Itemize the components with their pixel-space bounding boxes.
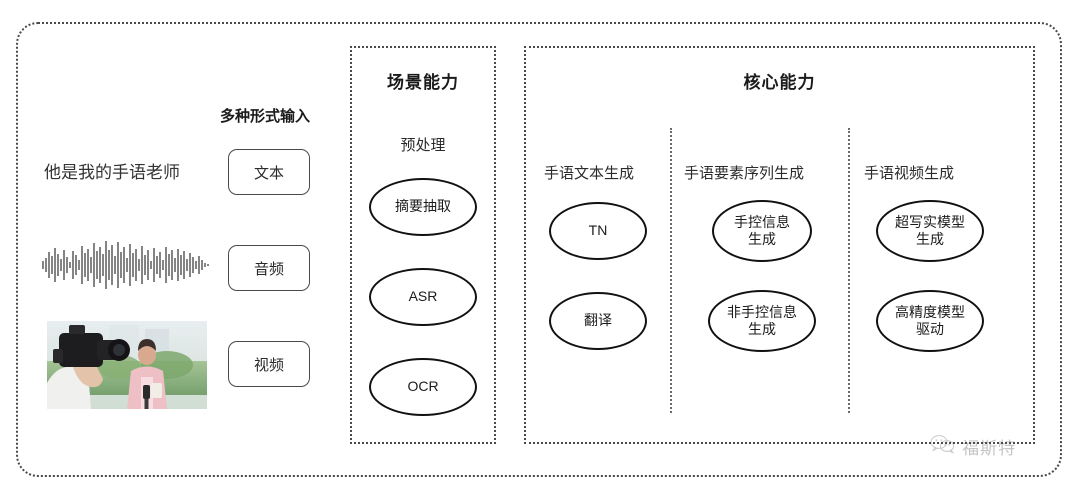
scene-group-label: 预处理 — [400, 137, 446, 154]
node-asr[interactable]: ASR — [369, 268, 477, 326]
outer-frame — [16, 22, 1062, 477]
input-tag-video[interactable]: 视频 — [228, 341, 310, 387]
core-column-divider-2 — [848, 128, 850, 413]
core-column-2-label: 手语要素序列生成 — [684, 165, 805, 182]
audio-waveform-icon — [38, 238, 218, 292]
core-column-1-label: 手语文本生成 — [544, 165, 635, 182]
input-tag-audio[interactable]: 音频 — [228, 245, 310, 291]
core-column-divider-1 — [670, 128, 672, 413]
input-tag-text[interactable]: 文本 — [228, 149, 310, 195]
node-summary-extraction-label: 摘要抽取 — [395, 198, 451, 215]
node-tn-label: TN — [588, 222, 608, 239]
wechat-logo-icon — [930, 434, 956, 459]
input-section-heading: 多种形式输入 — [220, 108, 311, 125]
node-manual-info-generation[interactable]: 手控信息 生成 — [712, 200, 812, 262]
node-asr-label: ASR — [408, 288, 438, 305]
node-tn[interactable]: TN — [549, 202, 647, 260]
input-tag-text-label: 文本 — [253, 164, 284, 182]
core-capability-title: 核心能力 — [743, 73, 816, 92]
node-translation-label: 翻译 — [584, 312, 612, 329]
node-hyperrealistic-model-generation[interactable]: 超写实模型 生成 — [876, 200, 984, 262]
sample-text-line: 他是我的手语老师 — [44, 163, 180, 182]
core-column-3-label: 手语视频生成 — [864, 165, 955, 182]
node-manual-info-generation-label: 手控信息 生成 — [734, 213, 790, 247]
scene-capability-title: 场景能力 — [387, 73, 459, 92]
video-thumbnail-image — [47, 321, 207, 409]
watermark: 福斯特 — [930, 434, 1016, 459]
watermark-text: 福斯特 — [962, 439, 1016, 458]
node-nonmanual-info-generation[interactable]: 非手控信息 生成 — [708, 290, 816, 352]
input-tag-video-label: 视频 — [253, 356, 284, 374]
node-ocr-label: OCR — [407, 378, 439, 395]
node-translation[interactable]: 翻译 — [549, 292, 647, 350]
core-capability-panel: 核心能力 手语文本生成 TN 翻译 手语要素序列生成 手控信息 生成 非手控信息… — [524, 46, 1035, 444]
node-ocr[interactable]: OCR — [369, 358, 477, 416]
node-summary-extraction[interactable]: 摘要抽取 — [369, 178, 477, 236]
node-highprecision-model-driving-label: 高精度模型 驱动 — [895, 303, 965, 337]
input-tag-audio-label: 音频 — [253, 260, 284, 278]
node-nonmanual-info-generation-label: 非手控信息 生成 — [727, 303, 797, 337]
scene-capability-panel: 场景能力 预处理 摘要抽取 ASR OCR — [350, 46, 496, 444]
node-hyperrealistic-model-generation-label: 超写实模型 生成 — [895, 213, 965, 247]
node-highprecision-model-driving[interactable]: 高精度模型 驱动 — [876, 290, 984, 352]
